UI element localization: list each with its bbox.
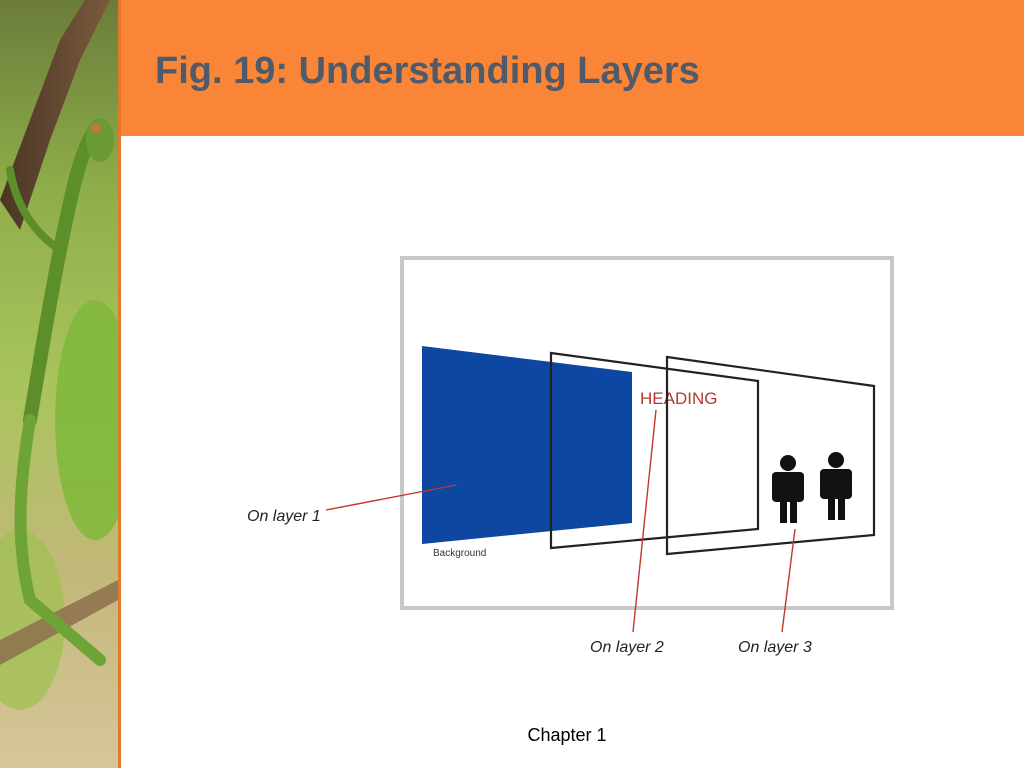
layer-3-panel (665, 355, 876, 556)
footer-chapter-label: Chapter 1 (527, 725, 607, 745)
callout-line-layer-2 (632, 409, 657, 633)
heading-text: HEADING (640, 389, 717, 408)
person-icon (820, 452, 852, 520)
callout-line-layer-1 (325, 484, 457, 511)
layer-1-background-panel (422, 346, 632, 544)
layer-2-panel (549, 351, 760, 550)
side-photo (0, 0, 118, 768)
person-icon (772, 455, 804, 523)
callout-label-layer-3: On layer 3 (738, 639, 812, 656)
callout-label-layer-1: On layer 1 (247, 508, 321, 525)
slide-title: Fig. 19: Understanding Layers (155, 50, 700, 92)
callout-label-layer-2: On layer 2 (590, 639, 664, 656)
callout-line-layer-3 (781, 528, 796, 633)
mantis-photo-image (0, 0, 118, 768)
side-border (118, 0, 121, 768)
layers-diagram: Background HEADING On layer 1 On layer 2… (247, 256, 894, 656)
background-label: Background (433, 548, 486, 559)
header-band (121, 0, 1024, 136)
